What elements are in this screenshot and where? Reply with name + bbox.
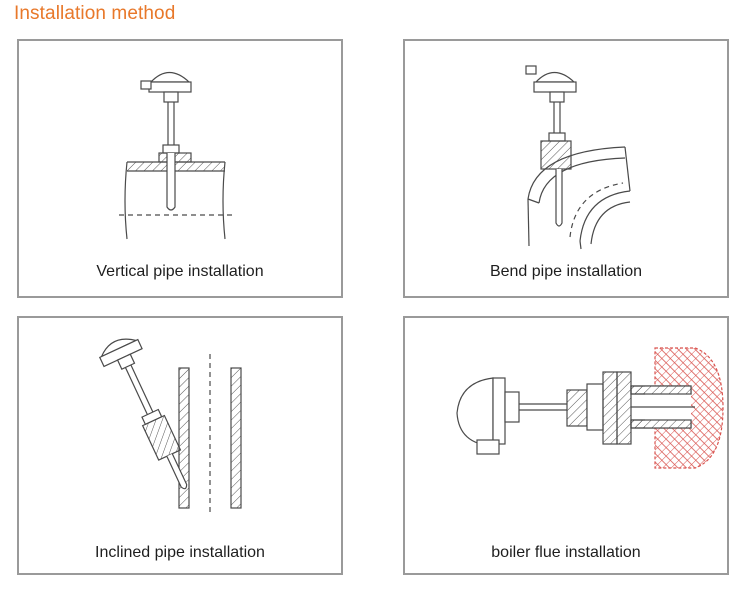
boiler-flue-diagram xyxy=(456,347,724,469)
caption-inclined: Inclined pipe installation xyxy=(95,544,265,561)
panel-boiler-flue: boiler flue installation xyxy=(403,316,729,575)
caption-boiler: boiler flue installation xyxy=(491,544,641,561)
inclined-pipe-diagram xyxy=(98,338,242,516)
bend-pipe-diagram xyxy=(525,65,631,250)
panel-vertical-pipe: Vertical pipe installation xyxy=(17,39,343,298)
panel-inclined-pipe: Inclined pipe installation xyxy=(17,316,343,575)
caption-vertical: Vertical pipe installation xyxy=(96,263,264,280)
page-title: Installation method xyxy=(14,3,176,24)
vertical-pipe-diagram xyxy=(119,71,233,240)
caption-bend: Bend pipe installation xyxy=(489,263,643,280)
panel-bend-pipe: Bend pipe installation xyxy=(403,39,729,298)
